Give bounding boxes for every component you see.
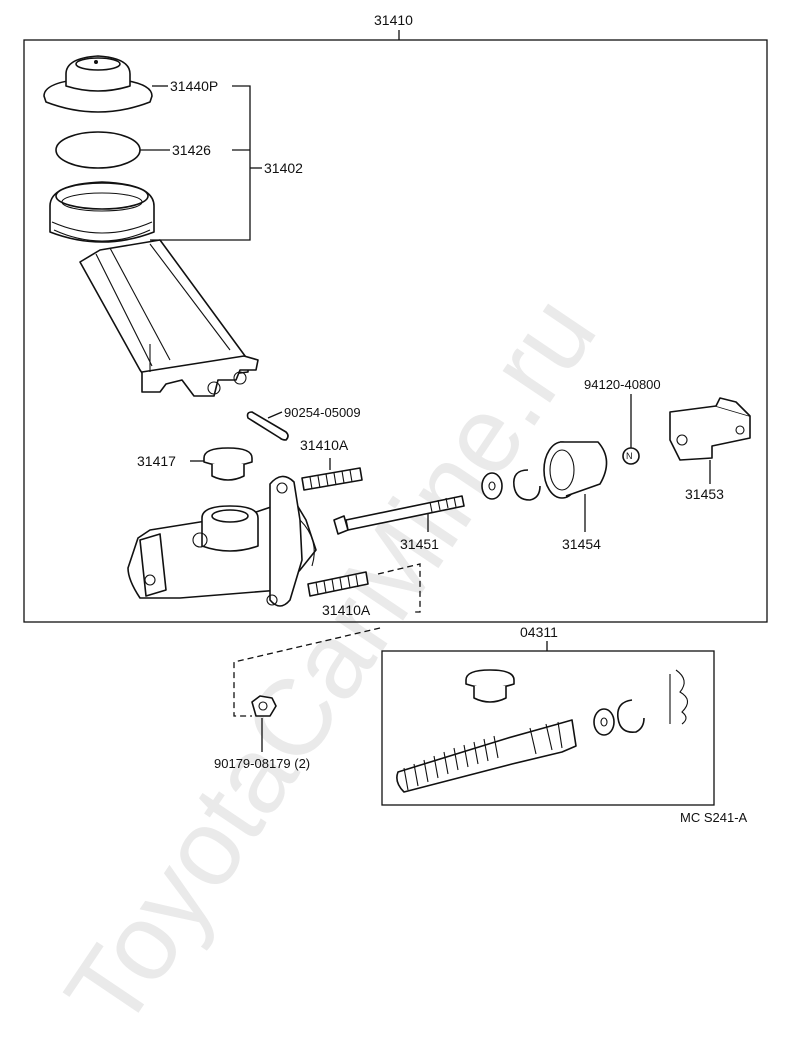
kit-piston-drawing: [396, 719, 577, 793]
stud-lower-drawing: [307, 571, 369, 597]
label-n-symbol: N: [626, 451, 633, 461]
reservoir-cap-drawing: [43, 55, 153, 113]
label-reservoir-cap: 31440P: [170, 78, 219, 94]
kit-clip-drawing: [669, 669, 689, 725]
label-assembly-main: 31410: [374, 12, 413, 28]
label-clip-n: 94120-40800: [584, 377, 661, 392]
washer-drawing: [481, 472, 503, 500]
label-stud-upper: 31410A: [300, 437, 349, 453]
label-reservoir-set: 31402: [264, 160, 303, 176]
stud-upper-drawing: [301, 467, 363, 491]
kit-washer-drawing: [593, 708, 615, 736]
pin-leader: [267, 411, 283, 419]
label-boot: 31454: [562, 536, 601, 552]
master-cylinder-drawing: [127, 475, 317, 607]
clevis-drawing: [669, 397, 751, 461]
nut-drawing: [251, 695, 277, 717]
label-code: MC S241-A: [680, 810, 748, 825]
label-gasket: 31426: [172, 142, 211, 158]
reservoir-body-drawing: [49, 181, 259, 397]
boot-drawing: [543, 441, 608, 499]
label-stud-lower: 31410A: [322, 602, 371, 618]
assembly-frame: [23, 39, 768, 623]
pin-drawing: [246, 411, 289, 441]
set-bracket: [150, 85, 251, 241]
stud-lower-dashed: [377, 563, 421, 613]
grommet-drawing: [203, 447, 253, 481]
label-grommet: 31417: [137, 453, 176, 469]
nut-dashed: [233, 627, 381, 717]
push-rod-drawing: [333, 495, 465, 535]
gasket-drawing: [55, 131, 141, 169]
label-clevis: 31453: [685, 486, 724, 502]
kit-grommet-drawing: [465, 669, 515, 703]
label-pin: 90254-05009: [284, 405, 361, 420]
label-push-rod: 31451: [400, 536, 439, 552]
kit-frame: [381, 650, 715, 806]
snap-ring-drawing: [512, 469, 541, 501]
label-kit: 04311: [520, 624, 558, 640]
label-nut: 90179-08179 (2): [214, 756, 311, 771]
kit-snap-ring-drawing: [616, 699, 645, 734]
